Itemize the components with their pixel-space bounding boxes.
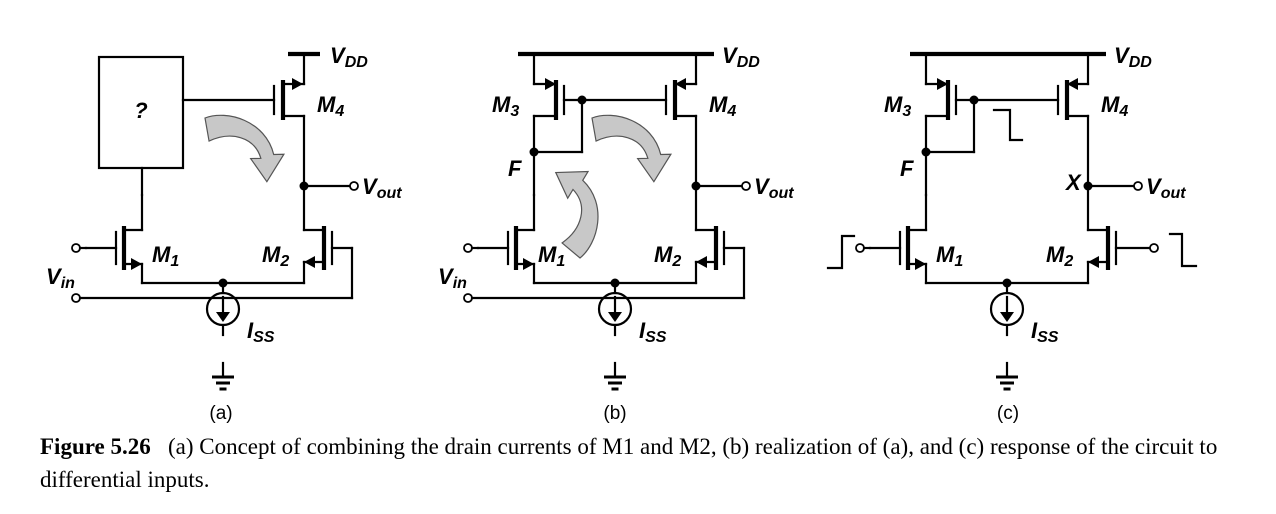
current-flow-arrow-top bbox=[582, 111, 677, 185]
caption-text: (a) Concept of combining the drain curre… bbox=[40, 434, 1218, 492]
svg-text:ISS: ISS bbox=[247, 318, 275, 346]
svg-text:Vout: Vout bbox=[362, 174, 402, 202]
svg-text:ISS: ISS bbox=[1031, 318, 1059, 346]
svg-text:M4: M4 bbox=[317, 92, 344, 120]
panel-c-label: (c) bbox=[997, 403, 1019, 424]
svg-text:Vin: Vin bbox=[46, 264, 75, 292]
svg-text:VDD: VDD bbox=[1114, 43, 1152, 71]
svg-text:M3: M3 bbox=[492, 92, 519, 120]
svg-text:M3: M3 bbox=[884, 92, 911, 120]
svg-text:ISS: ISS bbox=[639, 318, 667, 346]
svg-text:VDD: VDD bbox=[722, 43, 760, 71]
node-x-label: X bbox=[1064, 170, 1082, 195]
node-f-label: F bbox=[508, 156, 522, 181]
figure-number: Figure 5.26 bbox=[40, 434, 151, 459]
svg-text:Vout: Vout bbox=[1146, 174, 1186, 202]
svg-text:M4: M4 bbox=[1101, 92, 1128, 120]
svg-text:M4: M4 bbox=[709, 92, 736, 120]
node-f-label: F bbox=[900, 156, 914, 181]
svg-text:M1: M1 bbox=[936, 242, 963, 270]
svg-text:M2: M2 bbox=[654, 242, 681, 270]
figure-caption: Figure 5.26 (a) Concept of combining the… bbox=[40, 430, 1240, 496]
svg-text:M1: M1 bbox=[538, 242, 565, 270]
svg-text:VDD: VDD bbox=[330, 43, 368, 71]
svg-text:M2: M2 bbox=[262, 242, 289, 270]
current-flow-arrow bbox=[195, 111, 290, 185]
svg-text:Vin: Vin bbox=[438, 264, 467, 292]
figure-5-26-diagram: ? VDD M4 Vout M1 M2 Vin ISS (a) bbox=[46, 43, 1198, 424]
panel-c: VDD M3 M4 F X Vout M1 M2 ISS (c) bbox=[826, 43, 1198, 424]
panel-b-label: (b) bbox=[603, 403, 626, 424]
panel-a: ? VDD M4 Vout M1 M2 Vin ISS (a) bbox=[46, 43, 402, 424]
svg-text:M2: M2 bbox=[1046, 242, 1073, 270]
svg-text:Vout: Vout bbox=[754, 174, 794, 202]
unknown-box-label: ? bbox=[134, 98, 147, 123]
panel-b: VDD M3 M4 F Vout M1 M2 Vin ISS (b) bbox=[438, 43, 794, 424]
panel-a-label: (a) bbox=[209, 403, 232, 424]
svg-text:M1: M1 bbox=[152, 242, 179, 270]
